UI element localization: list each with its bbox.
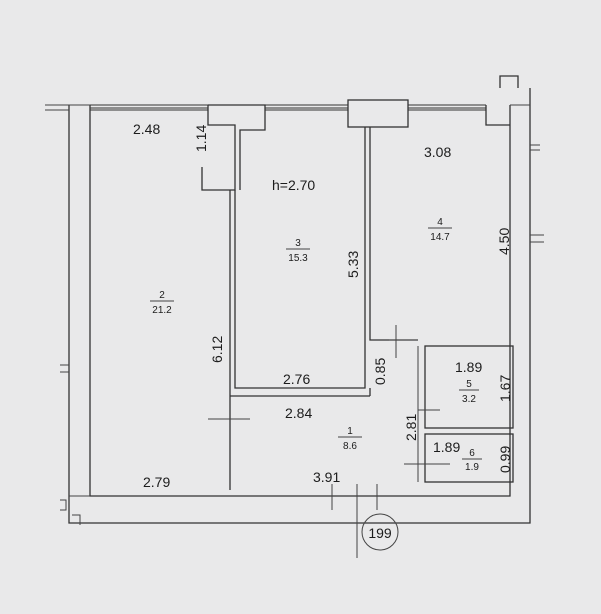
room-1-label: 1 8.6: [338, 426, 362, 452]
dim-room3-bottom: 2.76: [283, 371, 310, 387]
outer-walls: [45, 75, 544, 525]
dim-wall-offset: 0.85: [372, 358, 388, 385]
room-4-label: 4 14.7: [428, 217, 452, 243]
room-number: 2: [159, 290, 165, 301]
dim-room5-width: 1.89: [455, 359, 482, 375]
ceiling-height-label: h=2.70: [272, 177, 315, 193]
room-2-label: 2 21.2: [150, 290, 174, 316]
dim-room2-height: 6.12: [209, 336, 225, 363]
room-number: 5: [466, 379, 472, 390]
dim-room4-top: 3.08: [424, 144, 451, 160]
room-area: 8.6: [343, 441, 357, 452]
dim-hall-height: 2.81: [403, 414, 419, 441]
dim-room2-bottom: 2.79: [143, 474, 170, 490]
room-number: 6: [469, 448, 475, 459]
room-number: 3: [295, 238, 301, 249]
room-3-label: 3 15.3: [286, 238, 310, 264]
dim-room6-height: 0.99: [497, 446, 513, 473]
interior-walls: [208, 127, 514, 490]
room-area: 21.2: [152, 305, 172, 316]
room-number: 1: [347, 426, 353, 437]
room-area: 14.7: [430, 232, 450, 243]
dim-room2-top: 2.48: [133, 121, 160, 137]
wall-piers: [201, 99, 510, 191]
room-area: 15.3: [288, 253, 308, 264]
room-area: 1.9: [465, 462, 479, 473]
room-labels: 2 21.2 3 15.3 4 14.7 1 8.6 5 3.2 6 1.9: [150, 217, 482, 473]
dim-hall-bottom: 3.91: [313, 469, 340, 485]
dim-hall-width: 2.84: [285, 405, 312, 421]
dim-room3-height: 5.33: [345, 251, 361, 278]
dim-room4-height: 4.50: [496, 228, 512, 255]
section-marker-label: 199: [368, 525, 392, 541]
dim-niche-height: 1.14: [193, 125, 209, 152]
room-6-label: 6 1.9: [462, 448, 482, 473]
section-marker: 199: [331, 484, 399, 558]
room-number: 4: [437, 217, 443, 228]
dim-room5-height: 1.67: [497, 375, 513, 402]
dimension-labels: 2.48 1.14 3.08 5.33 4.50 6.12 2.76 0.85 …: [133, 121, 513, 490]
room-area: 3.2: [462, 394, 476, 405]
top-windows: [90, 104, 486, 111]
room-5-label: 5 3.2: [459, 379, 479, 405]
dim-room6-width: 1.89: [433, 439, 460, 455]
